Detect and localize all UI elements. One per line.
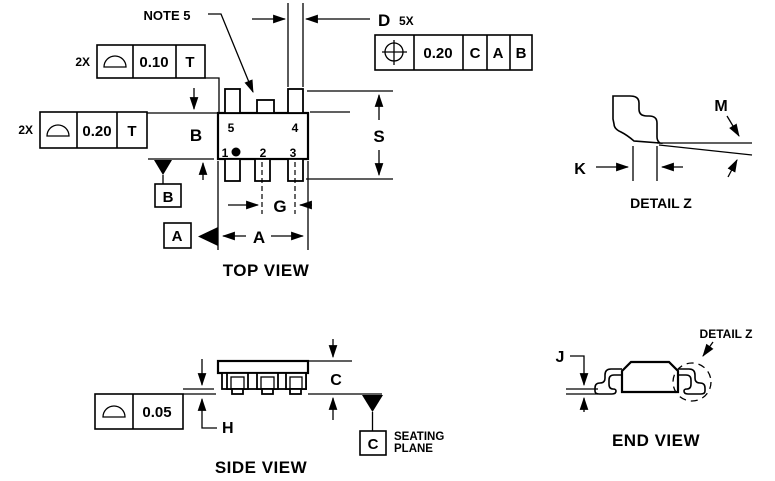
profile-line-symbol-icon xyxy=(46,124,70,137)
detail-z-title: DETAIL Z xyxy=(630,195,692,211)
profile-line-symbol-icon xyxy=(103,55,127,68)
datum-b-letter: B xyxy=(163,189,174,206)
seating-plane-label-line1: SEATING xyxy=(394,431,444,443)
datum-c: C xyxy=(359,395,387,456)
fcf-profile-005: 0.05 xyxy=(94,393,184,430)
detail-z-view: K M DETAIL Z xyxy=(574,95,753,211)
profile-line-symbol-icon xyxy=(102,405,126,418)
right-lead-inner-contour xyxy=(678,374,692,392)
m-arrow-down xyxy=(726,115,740,137)
dim-label-a: A xyxy=(253,228,265,247)
dim-label-m: M xyxy=(714,98,727,115)
top-view: NOTE 5 D 5X 0.20 C A B 2X xyxy=(18,3,533,280)
dim-label-b: B xyxy=(190,126,202,145)
lead-cross-section xyxy=(612,95,663,145)
position-datum-3: B xyxy=(516,45,527,62)
left-lead-outer-contour xyxy=(594,368,622,395)
fcf-020-datum: T xyxy=(127,123,136,140)
detail-z-reference-arrow xyxy=(702,341,714,357)
position-datum-2: A xyxy=(493,45,504,62)
position-tolerance: 0.20 xyxy=(423,45,452,62)
right-lead-outer-contour xyxy=(678,368,706,395)
dim-label-d: D xyxy=(378,11,390,30)
left-lead-inner-contour xyxy=(608,374,622,392)
side-pin-1 xyxy=(226,372,249,390)
dim-label-j: J xyxy=(556,349,565,366)
fcf-010-leader xyxy=(205,77,220,112)
package-body-end-view xyxy=(620,360,680,394)
end-view-title: END VIEW xyxy=(612,431,701,450)
dim-label-c: C xyxy=(330,372,342,389)
end-view: J DETAIL Z END VIEW xyxy=(556,327,753,450)
datum-b: B xyxy=(154,160,182,208)
side-pin-2-foot xyxy=(261,388,274,395)
fcf-005-tolerance: 0.05 xyxy=(142,404,171,421)
center-tab xyxy=(256,99,275,114)
detail-z-reference-label: DETAIL Z xyxy=(700,327,753,341)
position-datum-1: C xyxy=(470,45,481,62)
side-pin-1-foot xyxy=(231,388,244,395)
side-pin-2 xyxy=(256,372,279,390)
fcf-010-count: 2X xyxy=(75,55,90,69)
pin-number-4: 4 xyxy=(292,121,299,135)
side-view: 0.05 H C C SEATING PLANE SIDE VIEW xyxy=(94,339,444,477)
top-view-title: TOP VIEW xyxy=(223,261,310,280)
pin-4-lead xyxy=(287,88,304,114)
note-5-label: NOTE 5 xyxy=(144,8,191,23)
side-pin-3 xyxy=(285,372,307,390)
fcf-020-tolerance: 0.20 xyxy=(82,123,111,140)
h-leader xyxy=(201,424,217,429)
fcf-020-count: 2X xyxy=(18,123,33,137)
datum-c-letter: C xyxy=(368,436,379,453)
fcf-position: 0.20 C A B xyxy=(374,34,533,71)
datum-c-triangle xyxy=(362,395,383,412)
datum-b-triangle xyxy=(154,160,172,175)
dim-label-s: S xyxy=(373,127,384,146)
pin-number-1: 1 xyxy=(222,146,229,160)
fcf-profile-010: 2X 0.10 T xyxy=(75,44,220,112)
dim-label-h: H xyxy=(222,420,234,437)
fcf-010-datum: T xyxy=(185,54,194,71)
pin-number-5: 5 xyxy=(228,121,235,135)
pin-1-indicator-dot xyxy=(231,147,241,157)
foot-angle-line xyxy=(658,144,753,156)
side-view-title: SIDE VIEW xyxy=(215,458,308,477)
dim-label-g: G xyxy=(273,197,286,216)
note-5-leader-arrow xyxy=(208,13,254,94)
side-pin-3-foot xyxy=(289,388,302,395)
datum-a: A xyxy=(163,222,218,249)
datum-a-triangle xyxy=(198,227,218,246)
package-body-side-top xyxy=(216,359,310,375)
fcf-profile-020: 2X 0.20 T xyxy=(18,111,148,149)
pin-1-lead xyxy=(224,158,241,182)
pin-number-2: 2 xyxy=(260,146,267,160)
j-arrow-down xyxy=(570,355,589,387)
detail-z-callout-circle xyxy=(672,362,712,402)
pin-5-lead xyxy=(224,88,241,114)
dim-d-count: 5X xyxy=(399,14,414,28)
m-arrow-up xyxy=(727,159,738,178)
dim-label-k: K xyxy=(574,161,586,178)
pin-number-3: 3 xyxy=(290,146,297,160)
seating-plane-label-line2: PLANE xyxy=(394,443,433,455)
fcf-010-tolerance: 0.10 xyxy=(139,54,168,71)
position-symbol-icon xyxy=(382,40,407,65)
datum-a-letter: A xyxy=(172,228,183,245)
